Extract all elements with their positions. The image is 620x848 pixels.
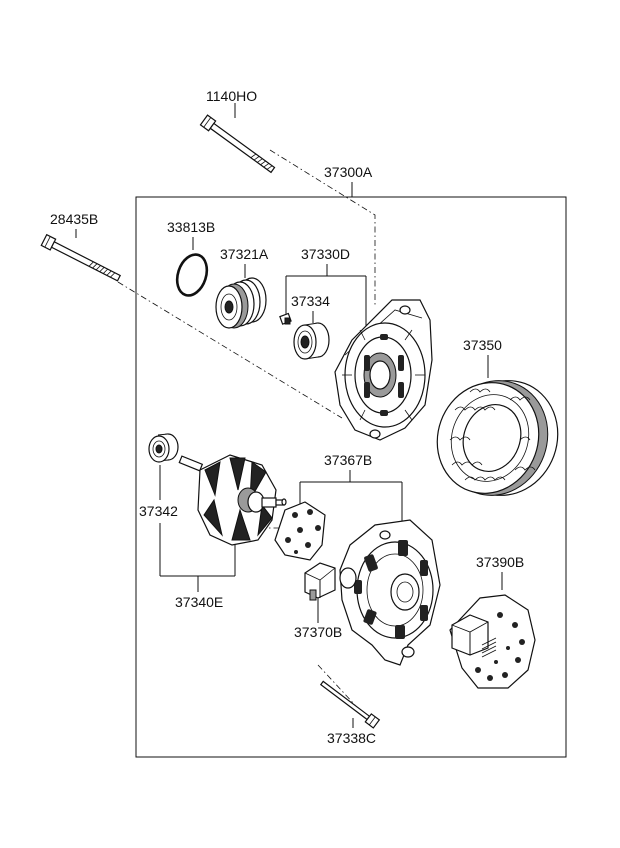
regulator-37370B[interactable] bbox=[304, 562, 336, 601]
bolt-28435B[interactable] bbox=[40, 233, 122, 284]
rear-bracket-37367B[interactable] bbox=[339, 519, 441, 666]
pulley-37321A[interactable] bbox=[215, 277, 267, 329]
label-37367B[interactable]: 37367B bbox=[324, 452, 372, 468]
front-bearing-37334[interactable] bbox=[293, 322, 330, 360]
label-37338C[interactable]: 37338C bbox=[327, 730, 376, 746]
rear-bearing-37342[interactable] bbox=[148, 433, 179, 463]
alignment-lines bbox=[117, 149, 376, 706]
pin-37330D[interactable] bbox=[279, 312, 292, 325]
label-37334[interactable]: 37334 bbox=[291, 293, 330, 309]
label-37340E[interactable]: 37340E bbox=[175, 594, 223, 610]
rotor-37340E[interactable] bbox=[178, 454, 287, 546]
label-33813B[interactable]: 33813B bbox=[167, 219, 215, 235]
label-37300A[interactable]: 37300A bbox=[324, 164, 373, 180]
stator-37350[interactable] bbox=[422, 366, 574, 511]
assembly-frame bbox=[135, 196, 567, 758]
leader-lines bbox=[75, 103, 503, 728]
label-37350[interactable]: 37350 bbox=[463, 337, 502, 353]
label-1140HO[interactable]: 1140HO bbox=[206, 88, 257, 104]
label-37390B[interactable]: 37390B bbox=[476, 554, 524, 570]
rear-cover-37390B[interactable] bbox=[449, 594, 536, 689]
label-37342[interactable]: 37342 bbox=[139, 503, 178, 519]
front-housing-37330D[interactable] bbox=[334, 299, 433, 441]
label-37321A[interactable]: 37321A bbox=[220, 246, 269, 262]
through-bolt-37338C[interactable] bbox=[319, 679, 381, 729]
rectifier-37367B[interactable] bbox=[274, 501, 326, 561]
bolt-1140HO[interactable] bbox=[199, 114, 276, 175]
label-28435B[interactable]: 28435B bbox=[50, 211, 98, 227]
o-ring-33813B[interactable] bbox=[172, 251, 212, 300]
label-37330D[interactable]: 37330D bbox=[301, 246, 350, 262]
label-37370B[interactable]: 37370B bbox=[294, 624, 342, 640]
